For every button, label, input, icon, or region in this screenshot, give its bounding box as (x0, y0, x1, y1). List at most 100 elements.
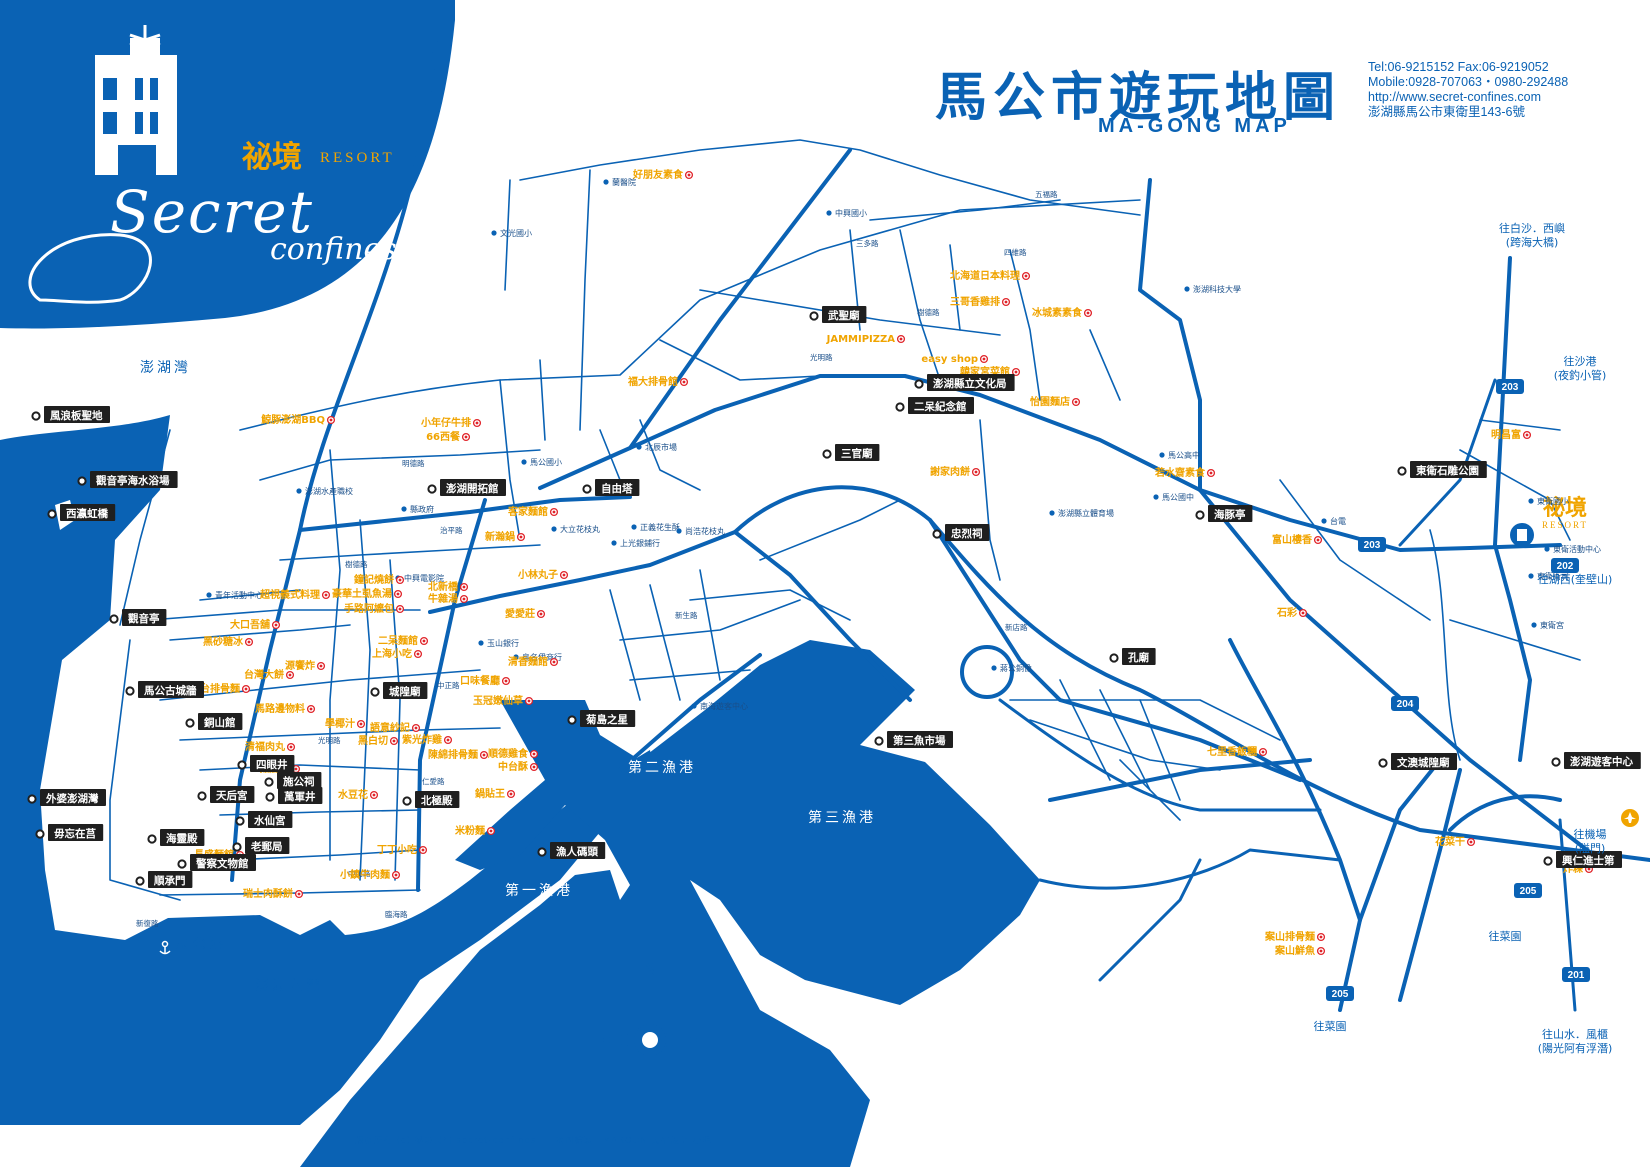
food-label[interactable]: 清福肉丸 (245, 740, 286, 753)
landmark-label[interactable]: 順承門 (154, 874, 186, 887)
poi-dot (206, 592, 212, 598)
food-label[interactable]: 好朋友素食 (632, 168, 684, 181)
landmark-label[interactable]: 施公祠 (283, 775, 315, 788)
food-label[interactable]: 黑白切 (358, 734, 388, 747)
landmark-label[interactable]: 銅山館 (204, 716, 236, 729)
landmark-dot (874, 736, 884, 746)
food-label[interactable]: 怡園麵店 (1030, 395, 1070, 408)
landmark-label[interactable]: 澎湖遊客中心 (1570, 755, 1633, 768)
food-label[interactable]: 明昌富 (1491, 428, 1521, 441)
landmark-label[interactable]: 自由塔 (601, 482, 633, 495)
food-label[interactable]: 富山樓香 (1272, 533, 1312, 546)
food-label[interactable]: 瑞士肉酥餅 (243, 887, 293, 900)
landmark-label[interactable]: 北極殿 (421, 794, 453, 807)
landmark-label[interactable]: 風浪板聖地 (50, 409, 103, 422)
food-label[interactable]: 冰城素素食 (1032, 306, 1083, 319)
landmark-label-box (60, 504, 116, 521)
food-star-core (552, 510, 556, 514)
landmark-label[interactable]: 文澳城隍廟 (1396, 756, 1450, 769)
landmark-label[interactable]: 四眼井 (256, 758, 288, 771)
food-label[interactable]: 大口吾舖 (230, 618, 270, 631)
food-label[interactable]: 超視義式料理 (259, 588, 320, 601)
food-label[interactable]: 源饗炸 (285, 659, 315, 672)
food-label[interactable]: 語意紗記 (370, 721, 410, 734)
food-label[interactable]: 米粉麵 (455, 824, 485, 837)
food-label[interactable]: JAMMIPIZZA (826, 334, 896, 345)
landmark-label[interactable]: 第三魚市場 (893, 734, 946, 747)
landmark-label[interactable]: 東衛石雕公園 (1416, 464, 1479, 477)
food-label[interactable]: 客家麵館 (507, 505, 548, 518)
food-label[interactable]: 案山鮮魚 (1274, 944, 1315, 957)
food-label[interactable]: 玉冠嫩仙草 (473, 694, 523, 707)
food-label[interactable]: 豪華土虱魚湯 (332, 587, 392, 600)
landmark-label[interactable]: 澎湖縣立文化局 (933, 377, 1007, 390)
landmark-label[interactable]: 老郵局 (250, 840, 283, 853)
food-star-core (504, 679, 508, 683)
landmark-label[interactable]: 忠烈祠 (951, 527, 983, 540)
food-label[interactable]: 七里香飯糰 (1207, 745, 1257, 758)
food-label[interactable]: 北新橋 (428, 580, 459, 593)
destination-label: 往菜園 (1314, 1019, 1347, 1033)
food-label[interactable]: 手路阿嬤包 (344, 602, 394, 615)
food-label[interactable]: 石彩 (1276, 606, 1297, 619)
landmark-dot (177, 859, 187, 869)
food-label[interactable]: 學椰汁 (325, 717, 355, 730)
food-label[interactable]: 福大排骨館 (627, 375, 678, 388)
food-label[interactable]: 愛愛莊 (505, 607, 535, 620)
food-label[interactable]: 二呆麵館 (378, 634, 418, 647)
landmark-label[interactable]: 觀音亭 (128, 612, 160, 625)
landmark-label[interactable]: 警察文物館 (195, 857, 249, 870)
landmark-label[interactable]: 武聖廟 (828, 309, 860, 322)
food-label[interactable]: 陳綿排骨麵 (428, 748, 478, 761)
food-label[interactable]: 謝家肉餅 (930, 465, 970, 478)
food-label[interactable]: 新瀚鍋 (485, 530, 515, 543)
landmark-label[interactable]: 毋忘在莒 (54, 827, 96, 840)
food-label[interactable]: 小林丸子 (517, 568, 558, 581)
landmark-label[interactable]: 孔廟 (1128, 651, 1150, 664)
landmark-label[interactable]: 海靈殿 (166, 832, 198, 845)
food-label[interactable]: 馬路邊物料 (255, 702, 305, 715)
landmark-label-box (383, 682, 428, 699)
food-label[interactable]: 鐘記燒餅 (354, 573, 394, 586)
food-label[interactable]: 丁丁小吃 (377, 843, 417, 856)
landmark-label[interactable]: 萬軍井 (284, 790, 316, 803)
food-label[interactable]: 台灣大餅 (244, 668, 284, 681)
food-label[interactable]: 牛雜湯 (428, 592, 458, 605)
landmark-label[interactable]: 興仁進士第 (1562, 854, 1615, 867)
food-label[interactable]: 花菜干 (1435, 835, 1465, 848)
food-label[interactable]: 三哥香雞排 (950, 295, 1000, 308)
food-label[interactable]: 上海小吃 (372, 647, 412, 660)
landmark-label[interactable]: 水仙宮 (253, 814, 286, 827)
poi-label: 正義花生酥 (640, 522, 680, 532)
food-label[interactable]: 66西餐 (426, 430, 461, 443)
landmark-label[interactable]: 馬公古城牆 (144, 684, 197, 697)
landmark-label[interactable]: 西瀛虹橋 (66, 507, 108, 520)
landmark-label[interactable]: 菊島之星 (585, 713, 628, 726)
food-label[interactable]: 中台酥 (498, 760, 528, 773)
landmark-label-box (250, 755, 295, 772)
food-label[interactable]: 紫光炸雞 (402, 733, 442, 746)
food-label[interactable]: 水豆花 (337, 788, 368, 801)
food-label[interactable]: easy shop (921, 354, 978, 365)
landmark-label[interactable]: 漁人碼頭 (556, 845, 598, 858)
landmark-label[interactable]: 二呆紀念館 (914, 400, 967, 413)
food-label[interactable]: 清香麵館 (508, 655, 548, 668)
food-label[interactable]: 口味餐廳 (460, 674, 500, 687)
landmark-label[interactable]: 天后宮 (216, 789, 248, 802)
food-label[interactable]: 順德雞食 (487, 747, 529, 760)
food-label[interactable]: 小年仔牛排 (420, 416, 471, 429)
landmark-label[interactable]: 外婆澎湖灣 (45, 792, 99, 805)
food-label[interactable]: 若水齋素食 (1154, 466, 1206, 479)
food-label[interactable]: 黑砂糖冰 (203, 635, 244, 648)
landmark-label[interactable]: 三官廟 (841, 447, 873, 460)
food-label[interactable]: 案山排骨麵 (1264, 930, 1315, 943)
food-label[interactable]: 北海道日本料理 (950, 269, 1020, 282)
landmark-label[interactable]: 城隍廟 (389, 685, 421, 698)
contact-url[interactable]: http://www.secret-confines.com (1368, 90, 1541, 104)
food-label[interactable]: 小鎮牛肉麵 (339, 868, 390, 881)
landmark-label[interactable]: 海豚亭 (1214, 508, 1246, 521)
landmark-label[interactable]: 澎湖開拓館 (446, 482, 499, 495)
food-label[interactable]: 鍋貼王 (475, 787, 505, 800)
food-label[interactable]: 鯨豚澎湖BBQ (260, 413, 325, 426)
landmark-label[interactable]: 觀音亭海水浴場 (96, 474, 170, 487)
